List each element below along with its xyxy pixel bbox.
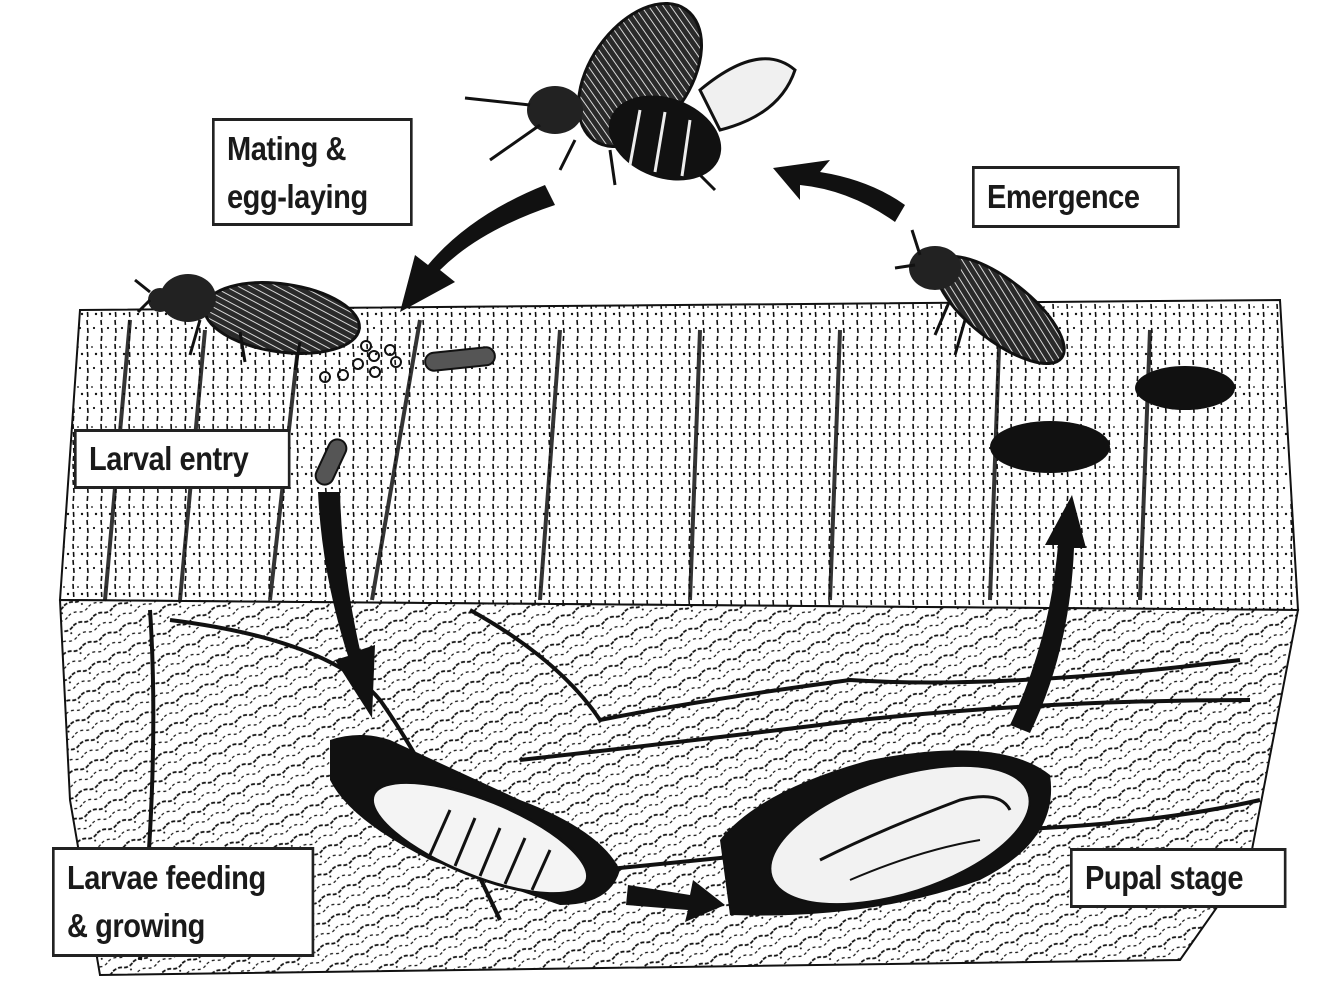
arrow-to-tunnel (318, 492, 375, 718)
arrow-to-flight (773, 160, 905, 222)
larva-in-tunnel (370, 780, 590, 896)
cycle-arrows (318, 160, 1086, 922)
label-line: Larval entry (88, 440, 249, 477)
label-larval-entry: Larval entry (74, 429, 291, 489)
label-line: Emergence (986, 178, 1140, 215)
pupal-chamber (720, 750, 1052, 916)
label-line: egg-laying (226, 178, 368, 215)
label-emergence: Emergence (972, 166, 1180, 228)
arrow-to-eggs (400, 185, 555, 312)
eggs (319, 340, 402, 383)
label-line: & growing (66, 907, 205, 944)
label-pupal-stage: Pupal stage (1070, 848, 1287, 908)
pupa (769, 764, 1031, 906)
beetle-emerging (894, 229, 1066, 366)
beetle-egg-laying (134, 274, 361, 371)
label-line: Mating & (226, 130, 347, 167)
beetle-flying (464, 1, 797, 192)
label-line: Larvae feeding (66, 859, 266, 896)
arrow-to-exit (1010, 495, 1086, 733)
larva-tunnel (330, 735, 620, 905)
young-larva (314, 346, 496, 486)
label-line: Pupal stage (1084, 859, 1244, 896)
exit-hole (990, 421, 1110, 473)
label-larvae-feeding-growing: Larvae feeding & growing (52, 847, 315, 957)
arrow-to-pupa (626, 880, 725, 922)
exit-hole (1135, 366, 1235, 410)
label-mating-egg-laying: Mating & egg-laying (212, 118, 413, 226)
